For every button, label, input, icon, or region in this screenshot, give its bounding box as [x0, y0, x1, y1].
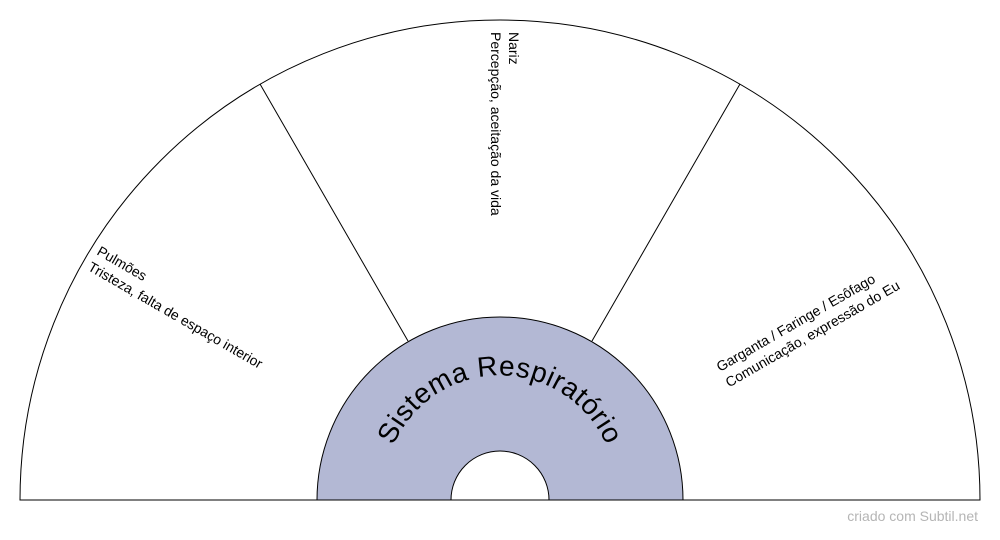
- divider-left: [259, 83, 409, 342]
- segment-nose: Nariz Percepção, aceitação da vida: [488, 32, 522, 216]
- divider-right: [591, 83, 741, 342]
- credit-text: criado com Subtil.net: [847, 508, 978, 524]
- segment-nose-subtitle: Percepção, aceitação da vida: [488, 32, 504, 216]
- outer-semicircle: [19, 19, 981, 501]
- segment-nose-title: Nariz: [506, 32, 522, 65]
- center-ring: [316, 316, 684, 501]
